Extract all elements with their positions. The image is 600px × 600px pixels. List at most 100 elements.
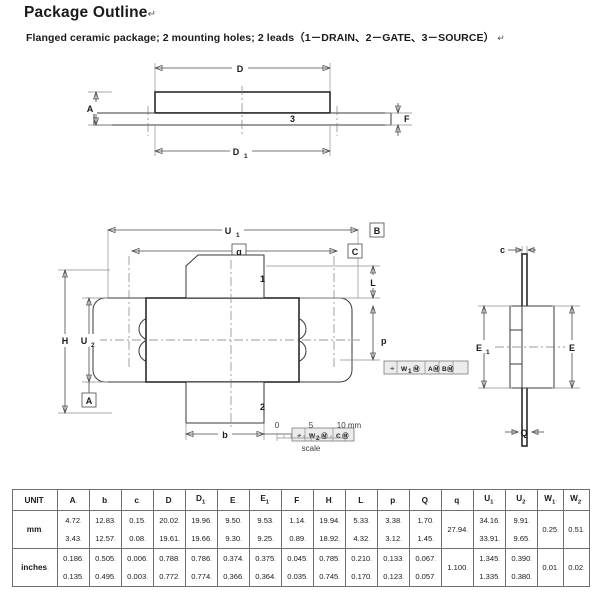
dimension-Q: Q [505,428,544,438]
table-cell-h: 0.785.0.745. [313,548,347,587]
table-header-cell: L. [345,489,379,511]
gdt-w1-label: W [401,366,408,373]
scale-tick-label-0: 0 [275,421,280,430]
table-cell-p: 0.133.0.123. [377,548,411,587]
dim-label-U1: U [225,226,232,236]
table-header-cell: Q. [409,489,443,511]
table-header-cell: F. [281,489,315,511]
dim-label-q: q [236,247,242,257]
gdt-w2-sub: 2 [316,435,320,442]
gdt-datum-c: C [336,433,341,440]
dim-label-b: b [222,430,228,440]
gdt-frame-w1: ⌖ W 1 Ⓜ A Ⓜ B Ⓜ [383,360,469,375]
table-cell-unit: mm. [12,510,58,549]
dim-label-c: c [500,245,505,255]
dimension-A-side: A [85,90,112,127]
table-header-cell: A. [56,489,91,511]
table-row: mm.4.72.3.43.12.83.12.57.0.15.0.08.20.02… [12,510,590,549]
datum-B: B [369,222,385,238]
table-header-cell: E1. [249,489,283,511]
datum-A: A [81,382,97,408]
gdt2-position-icon: ⌖ [297,431,302,440]
table-cell-unit: inches. [12,548,58,587]
table-cell-d: 0.788.0.772. [153,548,187,587]
page-title-text: Package Outline [24,4,148,21]
end-view: c E 1 [473,245,580,447]
dim-label-E1: E [476,343,482,353]
dim-label-p: p [381,336,387,346]
table-header-cell: D. [153,489,187,511]
gdt-frame-w2: ⌖ W 2 Ⓜ C Ⓜ [264,427,355,442]
dimension-H: H [58,268,112,415]
top-view: U 1 B q C [58,222,469,442]
table-cell-e1: 0.375.0.364. [249,548,283,587]
subtitle-paragraph-mark: ↵ [497,33,505,43]
datum-B-label: B [374,226,381,236]
dim-label-D1-sub: 1 [244,153,248,160]
table-cell-p: 3.38.3.12. [377,510,411,549]
dimension-D: D [153,61,332,92]
lead-1 [185,254,265,299]
table-header-cell: H. [313,489,347,511]
dimension-L: L [266,264,380,300]
table-cell-l: 0.210.0.170. [345,548,379,587]
table-cell-q: 1.100. [441,548,475,587]
dimension-D1: D 1 [153,125,332,160]
table-header-cell: q. [441,489,475,511]
scale-bar: 0 5 10 mm scale [275,421,362,453]
dimension-c: c [500,245,536,260]
dim-label-L: L [370,278,376,288]
table-cell-e: 0.374.0.366. [217,548,251,587]
dim-label-A-side: A [87,104,94,114]
table-body: mm.4.72.3.43.12.83.12.57.0.15.0.08.20.02… [12,510,590,587]
page-title: Package Outline↵ [24,4,156,22]
table-cell-e: 9.50.9.30. [217,510,251,549]
gdt-datum-c-mod: Ⓜ [342,431,349,440]
table-header-cell: b. [89,489,123,511]
dim-label-U2: U [81,336,88,346]
table-cell-c: 0.15.0.08. [121,510,155,549]
table-cell-q: 1.70.1.45. [409,510,443,549]
table-cell-d1: 0.786.0.774. [185,548,219,587]
table-header-cell: E. [217,489,251,511]
side-view: D 3 A [85,61,412,160]
dim-label-H: H [62,336,69,346]
table-cell-c: 0.006.0.003. [121,548,155,587]
table-cell-b: 12.83.12.57. [89,510,123,549]
dim-label-E1-sub: 1 [486,349,490,356]
table-header-cell: c. [121,489,155,511]
title-paragraph-mark: ↵ [147,9,157,20]
drawing-area: D 3 A [0,48,600,478]
scale-tick-label-10: 10 mm [337,421,362,430]
datum-C: C [347,243,363,259]
lead-2 [185,381,265,424]
page-subtitle: Flanged ceramic package; 2 mounting hole… [26,30,505,45]
side-view-lead-label-3: 3 [290,114,295,124]
side-view-cap [154,91,331,114]
table-cell-b: 0.505.0.495. [89,548,123,587]
table-header-row: UNIT. A. b. c. D. D1. E. E1. F. H. L. p.… [12,489,590,511]
table-header-unit: UNIT. [12,489,58,511]
lead-label-2: 2 [260,402,265,412]
side-view-flange [93,112,392,126]
table-header-cell: U2. [505,489,539,511]
table-cell-q: 0.067.0.057. [409,548,443,587]
dimension-E1: E 1 [473,304,512,390]
table-cell-w2: 0.02. [563,548,590,587]
table-cell-d1: 19.96.19.66. [185,510,219,549]
dimension-U1: U 1 [106,223,360,298]
dimension-E: E [552,304,580,390]
page-subtitle-text: Flanged ceramic package; 2 mounting hole… [26,32,495,44]
table-header-cell: W1. [537,489,565,511]
scale-tick-label-5: 5 [309,421,314,430]
gdt-w1-modifier: Ⓜ [413,364,420,373]
table-cell-d: 20.02.19.61. [153,510,187,549]
table-cell-w1: 0.25. [537,510,565,549]
gdt-datum-a-mod: Ⓜ [433,364,440,373]
gdt-position-icon: ⌖ [390,364,395,373]
table-cell-u1: 34.16.33.91. [473,510,507,549]
table-cell-e1: 9.53.9.25. [249,510,283,549]
gdt-datum-b-mod: Ⓜ [447,364,454,373]
dim-label-E: E [569,343,575,353]
